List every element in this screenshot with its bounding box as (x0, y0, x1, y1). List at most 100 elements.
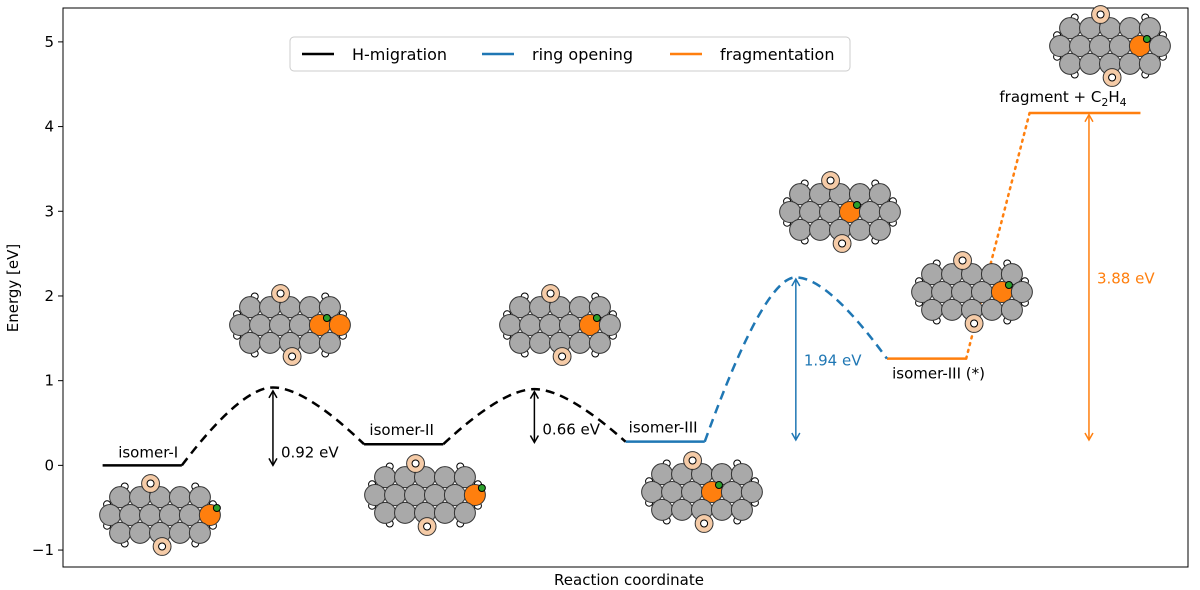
carbon-atom (374, 501, 397, 524)
hydrogen-atom (826, 176, 835, 185)
energy-arrow-label: 3.88 eV (1097, 269, 1155, 287)
migrating-hydrogen (322, 314, 331, 322)
carbon-atom (168, 521, 191, 544)
energy-arrow-label: 0.92 eV (281, 443, 339, 461)
y-axis-label: Energy [eV] (4, 244, 22, 332)
carbon-atom (588, 331, 611, 354)
carbon-atom (109, 521, 132, 544)
x-axis-label: Reaction coordinate (554, 571, 704, 589)
legend-frame (289, 36, 851, 72)
carbon-atom (394, 501, 417, 524)
legend-label-ring-opening: ring opening (532, 45, 633, 64)
carbon-atom (980, 298, 1003, 321)
y-tick-label: 3 (44, 202, 54, 220)
migrating-hydrogen (714, 481, 723, 489)
carbon-atom (188, 486, 211, 509)
molecule-illustrations (99, 5, 1171, 556)
hydrogen-atom (1096, 10, 1105, 19)
hydrogen-atom (958, 256, 967, 265)
carbon-atom (651, 498, 674, 521)
carbon-atom (730, 498, 753, 521)
migrating-hydrogen (477, 484, 486, 492)
migrating-hydrogen (1004, 281, 1013, 289)
arrow-head-down (1084, 432, 1094, 442)
molecule-icon (911, 251, 1033, 333)
carbon-atom (921, 298, 944, 321)
carbon-atom (129, 521, 152, 544)
migrating-hydrogen (212, 504, 221, 512)
carbon-atom (433, 501, 456, 524)
migrating-hydrogen (852, 201, 861, 209)
legend-label-h-migration: H-migration (352, 45, 447, 64)
level-label-fragment: fragment + C2H4 (999, 88, 1126, 109)
hydrogen-atom (546, 289, 555, 298)
transition-barrier (703, 276, 888, 443)
hydrogen-atom (1108, 73, 1117, 82)
carbon-atom (848, 218, 871, 241)
arrow-head-down (529, 435, 540, 445)
legend-label-fragmentation: fragmentation (720, 45, 834, 64)
carbon-atom (710, 498, 733, 521)
arrow-head-up (791, 277, 801, 287)
carbon-atom (730, 463, 753, 486)
carbon-atom (239, 331, 262, 354)
hydrogen-atom (158, 542, 167, 551)
migrating-hydrogen (1142, 35, 1151, 43)
arrow-head-up (268, 389, 278, 399)
arrow-head-down (268, 457, 278, 467)
hydrogen-atom (688, 456, 697, 465)
hydrogen-atom (411, 459, 420, 468)
molecule-icon (229, 284, 351, 366)
hydrogen-atom (276, 289, 285, 298)
carbon-atom (809, 218, 832, 241)
carbon-atom (868, 218, 891, 241)
y-tick-label: 2 (44, 287, 54, 305)
carbon-atom (789, 218, 812, 241)
molecule-icon (779, 171, 901, 253)
carbon-atom (878, 201, 901, 223)
level-label-isomer-iii-star: isomer-III (*) (892, 365, 985, 383)
level-label-isomer-ii: isomer-II (369, 421, 433, 439)
arrow-head-up (1084, 113, 1094, 123)
carbon-atom (740, 481, 763, 503)
carbon-atom (671, 498, 694, 521)
hydrogen-atom (970, 319, 979, 328)
transition-barrier (442, 387, 627, 446)
molecule-icon (99, 474, 221, 556)
carbon-atom (941, 298, 964, 321)
carbon-atom (453, 501, 476, 524)
legend: H-migration ring opening fragmentation (289, 36, 851, 72)
hydrogen-atom (838, 239, 847, 248)
carbon-atom (1000, 298, 1023, 321)
y-tick-label: 1 (44, 372, 54, 390)
carbon-atom (529, 331, 552, 354)
carbon-atom (1148, 35, 1171, 57)
molecule-icon (364, 454, 486, 536)
y-tick-label: 4 (44, 118, 54, 136)
carbon-atom (868, 183, 891, 206)
hydrogen-atom (146, 479, 155, 488)
level-label-isomer-i: isomer-I (118, 443, 178, 461)
carbon-atom (328, 314, 351, 336)
hydrogen-atom (558, 352, 567, 361)
carbon-atom (318, 331, 341, 354)
carbon-atom (453, 466, 476, 489)
carbon-atom (1059, 52, 1082, 75)
molecule-icon (499, 284, 621, 366)
hydrogen-atom (288, 352, 297, 361)
carbon-atom (188, 521, 211, 544)
molecule-icon (641, 451, 763, 533)
molecule-icon (1049, 5, 1171, 87)
hydrogen-atom (423, 522, 432, 531)
y-tick-label: 5 (44, 33, 54, 51)
carbon-atom (1118, 52, 1141, 75)
carbon-atom (1010, 281, 1033, 303)
y-tick-label: −1 (32, 541, 54, 559)
carbon-atom (1079, 52, 1102, 75)
carbon-atom (298, 331, 321, 354)
carbon-atom (598, 314, 621, 336)
carbon-atom (509, 331, 532, 354)
carbon-atom (259, 331, 282, 354)
